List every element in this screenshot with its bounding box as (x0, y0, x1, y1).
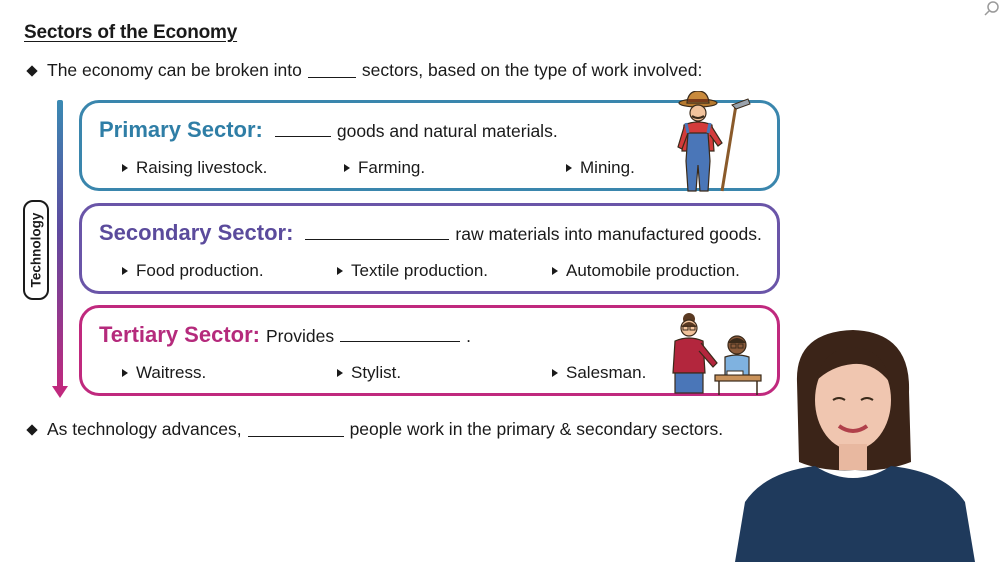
technology-arrow (57, 100, 63, 390)
triangle-bullet-icon (566, 164, 572, 172)
outro-statement: As technology advances, people work in t… (24, 419, 723, 440)
secondary-sector-description: raw materials into manufactured goods. (455, 224, 761, 245)
list-item: Mining. (566, 158, 635, 178)
list-item-label: Automobile production. (566, 261, 740, 281)
technology-label-box: Technology (23, 200, 49, 300)
secondary-sector-box: Secondary Sector: raw materials into man… (79, 203, 780, 294)
secondary-sector-name: Secondary Sector: (99, 220, 293, 246)
primary-sector-description: goods and natural materials. (337, 121, 558, 142)
list-item-label: Stylist. (351, 363, 401, 383)
triangle-bullet-icon (337, 267, 343, 275)
tertiary-sector-description-prefix: Provides (266, 326, 334, 347)
list-item: Farming. (344, 158, 425, 178)
intro-text-after: sectors, based on the type of work invol… (362, 60, 702, 81)
list-item-label: Salesman. (566, 363, 646, 383)
secondary-sector-heading: Secondary Sector: raw materials into man… (99, 220, 762, 246)
triangle-bullet-icon (122, 164, 128, 172)
technology-arrowhead-icon (52, 386, 68, 398)
page-title: Sectors of the Economy (24, 22, 237, 44)
search-icon[interactable] (984, 0, 1000, 16)
list-item: Food production. (122, 261, 264, 281)
list-item-label: Food production. (136, 261, 264, 281)
list-item: Stylist. (337, 363, 401, 383)
triangle-bullet-icon (122, 369, 128, 377)
fill-in-blank (308, 63, 356, 78)
fill-in-blank (275, 122, 331, 137)
fill-in-blank (305, 225, 449, 240)
list-item: Automobile production. (552, 261, 740, 281)
intro-text-before: The economy can be broken into (47, 60, 302, 81)
list-item: Salesman. (552, 363, 646, 383)
intro-statement: The economy can be broken into sectors, … (24, 60, 702, 81)
triangle-bullet-icon (122, 267, 128, 275)
tertiary-sector-name: Tertiary Sector: (99, 322, 260, 348)
primary-sector-box: Primary Sector: goods and natural materi… (79, 100, 780, 191)
presenter-video (735, 322, 975, 562)
list-item-label: Raising livestock. (136, 158, 267, 178)
fill-in-blank (248, 422, 344, 437)
list-item-label: Textile production. (351, 261, 488, 281)
technology-label: Technology (29, 213, 44, 288)
outro-text-after: people work in the primary & secondary s… (350, 419, 724, 440)
triangle-bullet-icon (552, 369, 558, 377)
diamond-bullet-icon (26, 424, 37, 435)
outro-text-before: As technology advances, (47, 419, 242, 440)
list-item-label: Mining. (580, 158, 635, 178)
tertiary-sector-description-suffix: . (466, 326, 471, 347)
primary-sector-heading: Primary Sector: goods and natural materi… (99, 117, 558, 143)
tertiary-sector-heading: Tertiary Sector: Provides . (99, 322, 471, 348)
list-item: Raising livestock. (122, 158, 267, 178)
triangle-bullet-icon (552, 267, 558, 275)
list-item-label: Farming. (358, 158, 425, 178)
list-item: Textile production. (337, 261, 488, 281)
diamond-bullet-icon (26, 65, 37, 76)
triangle-bullet-icon (337, 369, 343, 377)
list-item: Waitress. (122, 363, 206, 383)
list-item-label: Waitress. (136, 363, 206, 383)
fill-in-blank (340, 327, 460, 342)
farmer-illustration (670, 91, 770, 193)
triangle-bullet-icon (344, 164, 350, 172)
tertiary-sector-box: Tertiary Sector: Provides . Waitress. St… (79, 305, 780, 396)
primary-sector-name: Primary Sector: (99, 117, 263, 143)
